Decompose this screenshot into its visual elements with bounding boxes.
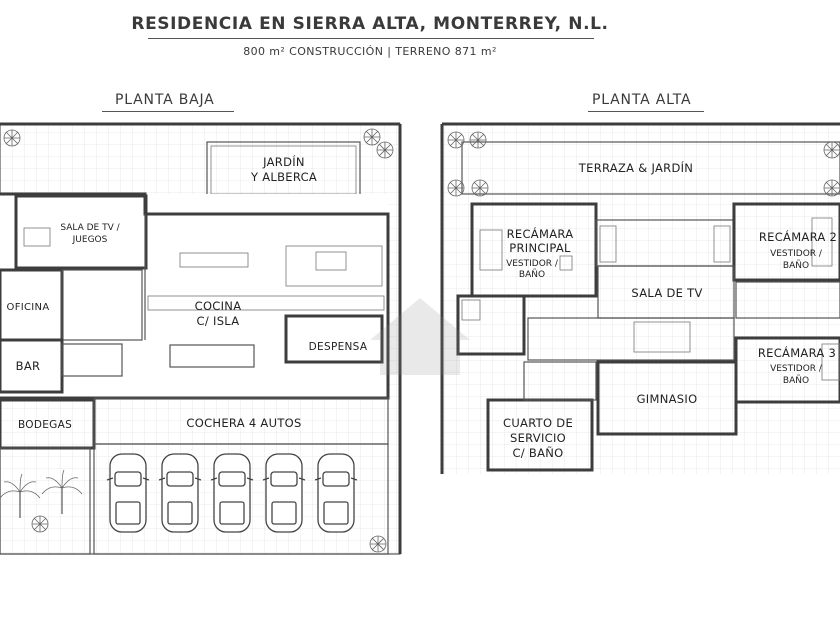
- ground-floor-title: PLANTA BAJA: [115, 92, 215, 108]
- label-tvroom: SALA DE TV: [631, 286, 702, 300]
- tree-icon: [469, 131, 487, 149]
- page-subtitle: 800 m² CONSTRUCCIÓN | TERRENO 871 m²: [243, 45, 497, 58]
- tree-icon: [447, 179, 465, 197]
- label-bed2-line3: BAÑO: [783, 260, 809, 271]
- car-icon: [262, 453, 306, 533]
- label-master-line4: BAÑO: [519, 269, 545, 280]
- label-tv-line2: JUEGOS: [72, 235, 108, 245]
- watermark-logo: [370, 298, 470, 375]
- upper-floor-underline: [588, 111, 704, 112]
- label-bed3-line1: RECÁMARA 3: [758, 345, 836, 360]
- label-kitchen-line2: C/ ISLA: [197, 314, 240, 328]
- upper-floor-title: PLANTA ALTA: [592, 92, 692, 108]
- label-gym: GIMNASIO: [637, 392, 698, 406]
- label-cellar: BODEGAS: [18, 419, 72, 431]
- tree-icon: [369, 535, 387, 553]
- car-icon: [158, 453, 202, 533]
- tree-icon: [363, 128, 381, 146]
- label-bed2-line2: VESTIDOR /: [770, 249, 823, 259]
- label-bed3-line2: VESTIDOR /: [770, 364, 823, 374]
- label-tv-line1: SALA DE TV /: [60, 223, 120, 233]
- label-terrace: TERRAZA & JARDÍN: [578, 160, 693, 175]
- title-underline: [148, 38, 594, 39]
- label-service-line1: CUARTO DE: [503, 416, 573, 430]
- label-garden-line2: Y ALBERCA: [250, 170, 317, 184]
- tree-icon: [31, 515, 49, 533]
- ground-floor-underline: [102, 111, 234, 112]
- upper-floor-plan: TERRAZA & JARDÍN RECÁMARA PRINCIPAL VEST…: [440, 122, 840, 474]
- label-office: OFICINA: [7, 302, 50, 313]
- label-service-line3: C/ BAÑO: [512, 445, 563, 460]
- tree-icon: [823, 141, 840, 159]
- tree-icon: [376, 141, 394, 159]
- tree-icon: [447, 131, 465, 149]
- page-title: RESIDENCIA EN SIERRA ALTA, MONTERREY, N.…: [131, 14, 609, 34]
- ground-floor-plan: JARDÍN Y ALBERCA SALA DE TV / JUEGOS OFI…: [0, 122, 402, 555]
- label-garden-line1: JARDÍN: [262, 154, 305, 169]
- car-icon: [106, 453, 150, 533]
- label-bed2-line1: RECÁMARA 2: [759, 229, 837, 244]
- label-master-line2: PRINCIPAL: [509, 241, 571, 255]
- car-icon: [210, 453, 254, 533]
- tree-icon: [471, 179, 489, 197]
- label-pantry: DESPENSA: [309, 341, 368, 353]
- label-garage: COCHERA 4 AUTOS: [186, 416, 301, 430]
- label-bed3-line3: BAÑO: [783, 375, 809, 386]
- label-master-line3: VESTIDOR /: [506, 259, 559, 269]
- label-bar: BAR: [16, 359, 41, 373]
- tree-icon: [823, 179, 840, 197]
- car-icon: [314, 453, 358, 533]
- tree-icon: [3, 129, 21, 147]
- label-service-line2: SERVICIO: [510, 431, 566, 445]
- label-kitchen-line1: COCINA: [195, 299, 242, 313]
- label-master-line1: RECÁMARA: [507, 226, 574, 241]
